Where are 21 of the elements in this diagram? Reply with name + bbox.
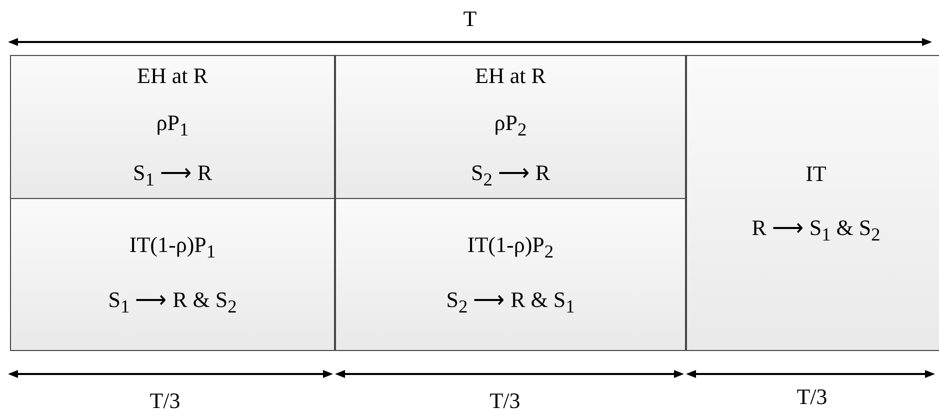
slot-text: ρP$_{1}$: [156, 110, 189, 140]
time-slot-box: [335, 55, 686, 199]
duration-label: T: [463, 6, 477, 32]
slot-heading: EH at R: [475, 64, 546, 89]
slot-text: S$_{1}$ ⟶ R & S$_{2}$: [108, 288, 237, 316]
time-slot-box: [10, 55, 335, 199]
slot-heading: IT: [806, 162, 826, 186]
slot-heading: EH at R: [137, 64, 208, 89]
time-slot-box: [335, 198, 686, 351]
slot-heading: IT(1-ρ)P$_{1}$: [129, 232, 216, 262]
slot-text: S$_{2}$ ⟶ R & S$_{1}$: [446, 288, 575, 316]
slot-heading: IT(1-ρ)P$_{2}$: [467, 232, 554, 262]
slot-text: S$_{1}$ ⟶ R: [132, 161, 212, 190]
slot-text: R ⟶ S$_{1}$ & S$_{2}$: [752, 216, 880, 244]
time-slot-box: [10, 198, 335, 351]
duration-label: T/3: [796, 384, 828, 410]
duration-label: T/3: [150, 388, 180, 414]
time-slot-box: [686, 55, 939, 351]
duration-label: T/3: [490, 388, 520, 414]
slot-text: ρP$_{2}$: [494, 110, 527, 140]
slot-text: S$_{2}$ ⟶ R: [470, 161, 550, 190]
